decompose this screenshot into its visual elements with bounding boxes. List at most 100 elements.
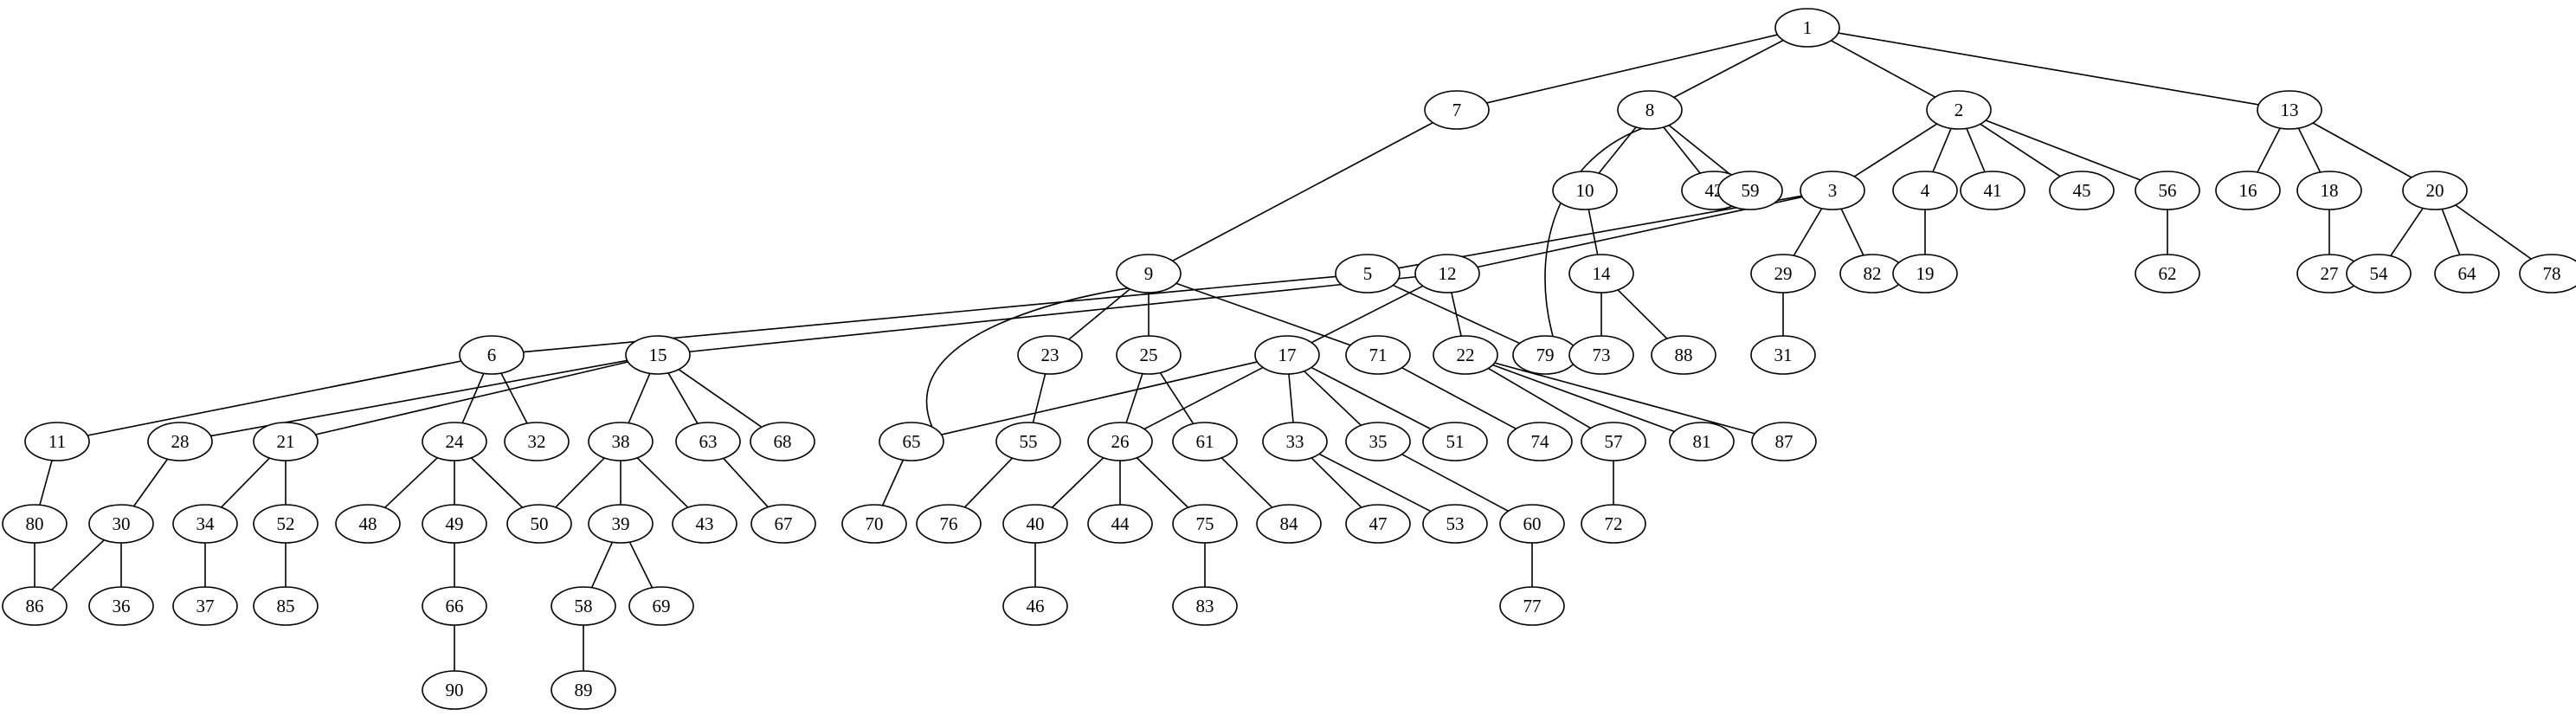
edge-12-17 xyxy=(1311,285,1424,344)
node-75: 75 xyxy=(1172,504,1238,544)
node-47: 47 xyxy=(1345,504,1411,544)
node-19-label: 19 xyxy=(1916,263,1935,284)
node-11: 11 xyxy=(24,422,90,461)
node-22-label: 22 xyxy=(1457,345,1475,365)
node-32: 32 xyxy=(504,422,570,461)
edge-23-55 xyxy=(1032,373,1046,423)
node-54: 54 xyxy=(2346,254,2412,293)
node-3-ellipse xyxy=(1800,171,1865,210)
node-86-ellipse xyxy=(2,586,68,626)
edge-15-38 xyxy=(628,372,651,424)
edge-8-10 xyxy=(1598,126,1637,174)
node-65: 65 xyxy=(879,422,944,461)
node-52: 52 xyxy=(253,504,319,544)
node-35-label: 35 xyxy=(1369,431,1388,452)
node-33-label: 33 xyxy=(1286,431,1304,452)
node-59-label: 59 xyxy=(1742,180,1760,201)
node-88-label: 88 xyxy=(1675,345,1693,365)
node-58: 58 xyxy=(551,586,616,626)
node-86: 86 xyxy=(2,586,68,626)
node-73-label: 73 xyxy=(1593,345,1611,365)
node-15-label: 15 xyxy=(649,345,667,365)
node-62: 62 xyxy=(2135,254,2200,293)
node-31-label: 31 xyxy=(1774,345,1793,365)
node-3-label: 3 xyxy=(1828,180,1838,201)
node-14: 14 xyxy=(1568,254,1634,293)
node-55: 55 xyxy=(995,422,1061,461)
edge-13-16 xyxy=(2257,127,2281,173)
node-60-ellipse xyxy=(1499,504,1565,544)
node-17-ellipse xyxy=(1254,335,1320,375)
node-36-ellipse xyxy=(88,586,154,626)
edge-35-60 xyxy=(1401,453,1509,513)
node-84-label: 84 xyxy=(1280,513,1299,534)
node-49: 49 xyxy=(422,504,487,544)
node-13-ellipse xyxy=(2257,90,2322,130)
node-66: 66 xyxy=(422,586,487,626)
node-14-label: 14 xyxy=(1593,263,1612,284)
node-56-ellipse xyxy=(2135,171,2200,210)
node-7-label: 7 xyxy=(1452,100,1462,120)
edge-11-80 xyxy=(39,460,53,506)
node-88-ellipse xyxy=(1651,335,1716,375)
edge-20-78 xyxy=(2455,204,2532,260)
node-50: 50 xyxy=(506,504,572,544)
node-71: 71 xyxy=(1345,335,1411,375)
node-4-label: 4 xyxy=(1921,180,1930,201)
edge-30-86 xyxy=(51,539,105,590)
node-10: 10 xyxy=(1552,171,1618,210)
node-70: 70 xyxy=(841,504,907,544)
edge-65-70 xyxy=(881,459,905,506)
edge-13-18 xyxy=(2297,127,2322,173)
node-62-ellipse xyxy=(2135,254,2200,293)
node-74-label: 74 xyxy=(1531,431,1550,452)
node-45: 45 xyxy=(2049,171,2115,210)
edge-3-5 xyxy=(1398,195,1802,269)
node-6-label: 6 xyxy=(487,345,497,365)
node-32-label: 32 xyxy=(528,431,546,452)
node-30: 30 xyxy=(88,504,154,544)
node-72-label: 72 xyxy=(1605,513,1623,534)
node-23-label: 23 xyxy=(1041,345,1059,365)
node-59-ellipse xyxy=(1717,171,1783,210)
node-85-label: 85 xyxy=(277,596,295,616)
edge-55-76 xyxy=(963,457,1014,508)
node-87-ellipse xyxy=(1751,422,1817,461)
edge-12-15 xyxy=(689,275,1416,353)
node-64-ellipse xyxy=(2434,254,2500,293)
node-20: 20 xyxy=(2402,171,2468,210)
node-80-label: 80 xyxy=(26,513,44,534)
node-85-ellipse xyxy=(253,586,319,626)
node-66-label: 66 xyxy=(446,596,464,616)
node-22: 22 xyxy=(1433,335,1498,375)
node-13: 13 xyxy=(2257,90,2322,130)
node-25-label: 25 xyxy=(1140,345,1158,365)
node-79-label: 79 xyxy=(1536,345,1555,365)
edge-26-75 xyxy=(1136,457,1189,508)
node-9-ellipse xyxy=(1116,254,1182,293)
node-4: 4 xyxy=(1892,171,1958,210)
node-43-label: 43 xyxy=(696,513,714,534)
edge-2-41 xyxy=(1966,128,1986,172)
edge-38-43 xyxy=(636,457,689,508)
node-23: 23 xyxy=(1017,335,1083,375)
node-69: 69 xyxy=(628,586,694,626)
node-47-ellipse xyxy=(1345,504,1411,544)
node-1-ellipse xyxy=(1774,8,1840,48)
node-25: 25 xyxy=(1116,335,1182,375)
node-64-label: 64 xyxy=(2458,263,2477,284)
edge-1-7 xyxy=(1486,34,1778,104)
node-37-ellipse xyxy=(172,586,238,626)
node-20-ellipse xyxy=(2402,171,2468,210)
edge-39-58 xyxy=(590,541,614,589)
node-48: 48 xyxy=(335,504,401,544)
edge-1-13 xyxy=(1838,32,2259,106)
node-53: 53 xyxy=(1422,504,1488,544)
node-53-ellipse xyxy=(1422,504,1488,544)
node-90-label: 90 xyxy=(446,680,464,700)
node-54-label: 54 xyxy=(2370,263,2389,284)
node-40-label: 40 xyxy=(1027,513,1045,534)
node-55-ellipse xyxy=(995,422,1061,461)
node-70-label: 70 xyxy=(866,513,884,534)
edge-15-63 xyxy=(667,372,699,424)
